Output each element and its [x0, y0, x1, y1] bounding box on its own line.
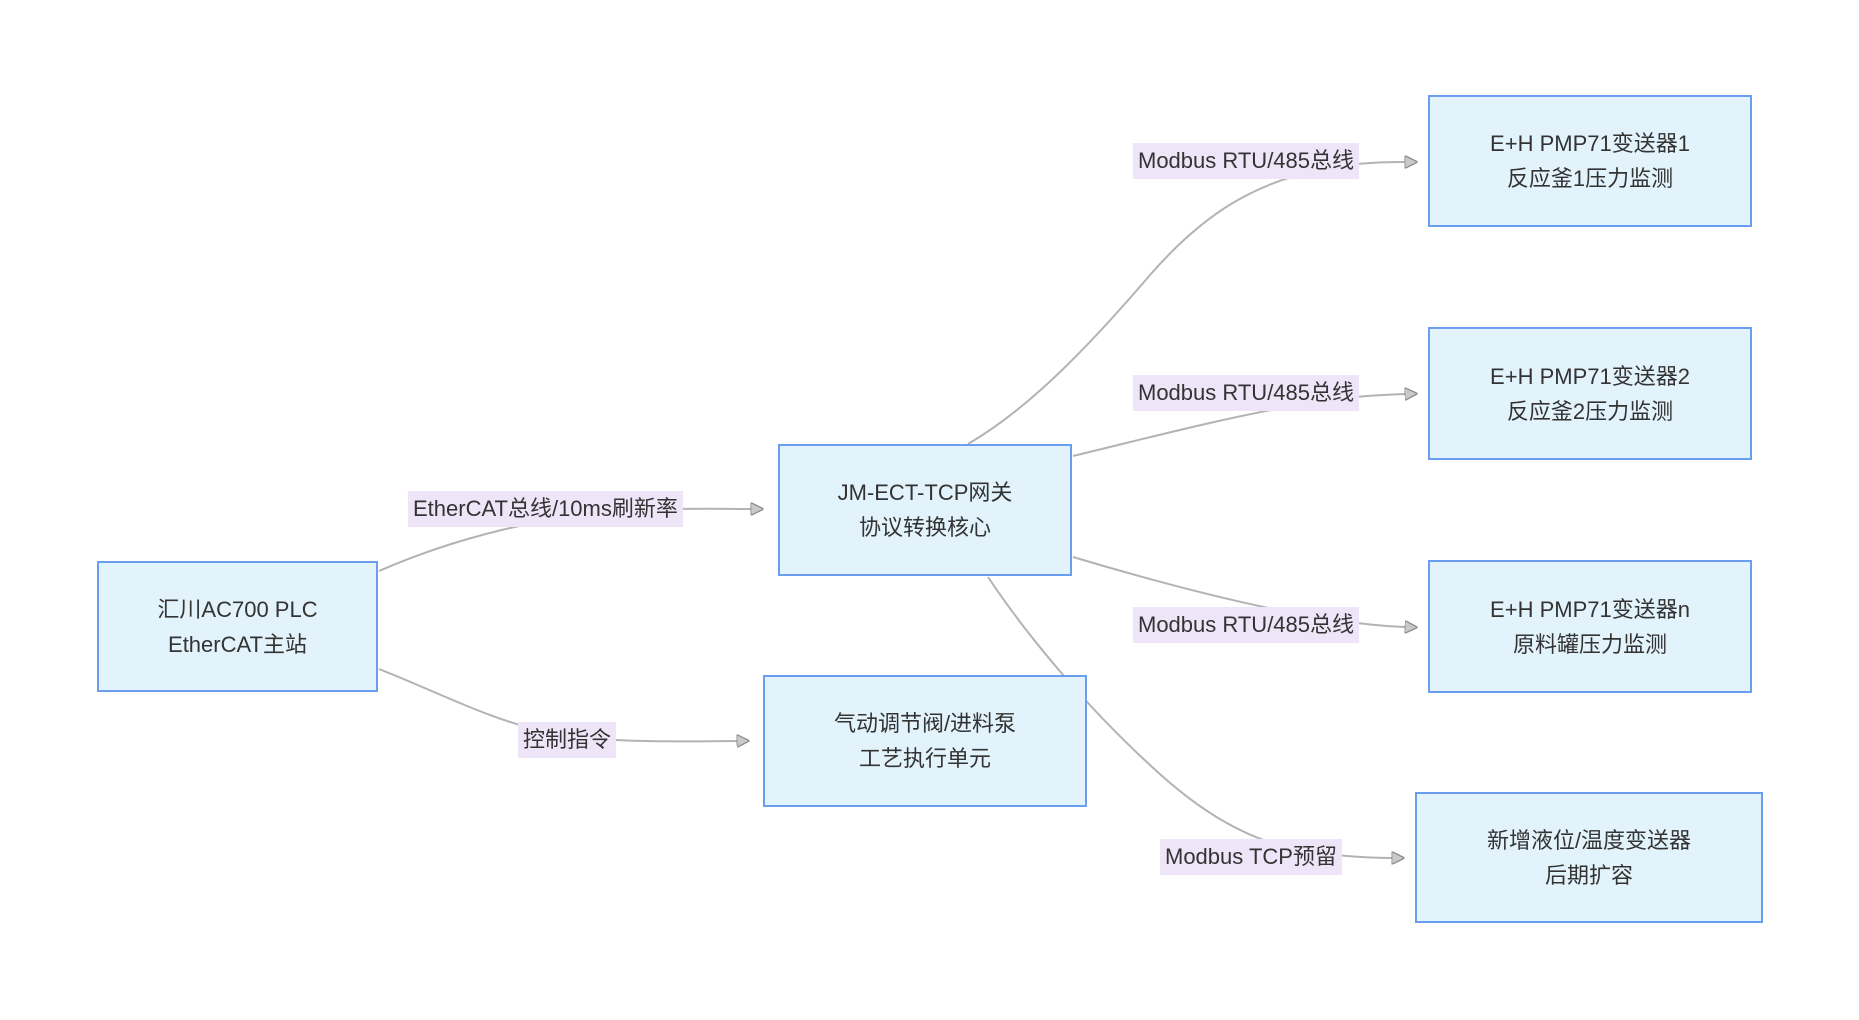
node-actuator-line1: 气动调节阀/进料泵 — [833, 711, 1017, 736]
node-expansion-line2: 后期扩容 — [1544, 862, 1633, 888]
node-expansion-line1: 新增液位/温度变送器 — [1486, 827, 1692, 853]
node-pmp2-line1: E+H PMP71变送器2 — [1490, 363, 1690, 389]
edge-label-gateway-pmpn: Modbus RTU/485总线 — [1133, 607, 1360, 643]
node-pmpn-line2: 原料罐压力监测 — [1512, 631, 1667, 657]
node-expansion: 新增液位/温度变送器 后期扩容 — [1415, 792, 1763, 923]
node-plc-line2: EtherCAT主站 — [168, 631, 307, 657]
node-pmp1: E+H PMP71变送器1 反应釜1压力监测 — [1428, 95, 1752, 227]
node-pmpn-line1: E+H PMP71变送器n — [1490, 596, 1690, 622]
node-plc: 汇川AC700 PLC EtherCAT主站 — [97, 561, 378, 692]
node-gateway-line2: 协议转换核心 — [858, 515, 991, 540]
node-actuator-line2: 工艺执行单元 — [858, 746, 991, 771]
edge-label-plc-gateway: EtherCAT总线/10ms刷新率 — [408, 491, 683, 527]
edge-label-gateway-pmp2: Modbus RTU/485总线 — [1133, 375, 1360, 411]
node-pmp1-line1: E+H PMP71变送器1 — [1490, 131, 1690, 156]
node-gateway: JM-ECT-TCP网关 协议转换核心 — [778, 444, 1072, 576]
node-pmp2: E+H PMP71变送器2 反应釜2压力监测 — [1428, 327, 1752, 460]
node-plc-line1: 汇川AC700 PLC — [157, 596, 318, 622]
node-actuator: 气动调节阀/进料泵 工艺执行单元 — [763, 675, 1087, 807]
node-gateway-line1: JM-ECT-TCP网关 — [837, 480, 1013, 505]
node-pmp1-line2: 反应釜1压力监测 — [1506, 166, 1674, 191]
edge-label-plc-actuator: 控制指令 — [518, 722, 617, 758]
edge-label-gateway-expansion: Modbus TCP预留 — [1160, 839, 1342, 875]
node-pmpn: E+H PMP71变送器n 原料罐压力监测 — [1428, 560, 1752, 693]
edge-label-gateway-pmp1: Modbus RTU/485总线 — [1133, 143, 1360, 179]
node-pmp2-line2: 反应釜2压力监测 — [1506, 398, 1674, 424]
